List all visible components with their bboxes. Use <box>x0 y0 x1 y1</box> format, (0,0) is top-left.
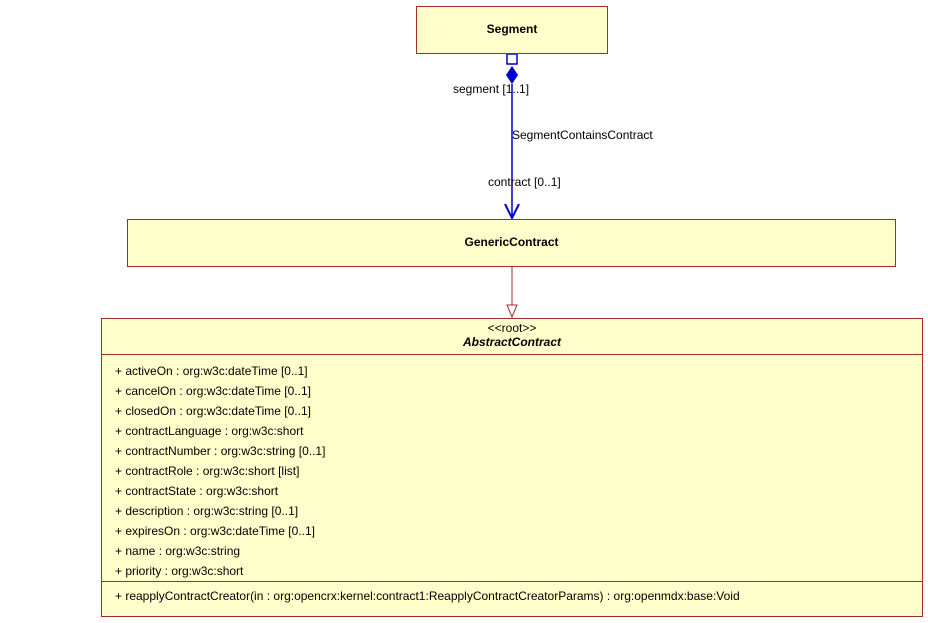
attribute: + name : org:w3c:string <box>115 544 241 558</box>
operation-compartment: + reapplyContractCreator(in : org:opencr… <box>102 582 922 606</box>
class-generic-contract[interactable]: GenericContract <box>127 219 896 267</box>
operation: + reapplyContractCreator(in : org:opencr… <box>115 589 740 603</box>
association-name-label: SegmentContainsContract <box>512 128 653 142</box>
attribute: + description : org:w3c:string [0..1] <box>115 504 299 518</box>
class-name: AbstractContract <box>462 335 561 349</box>
association-source-end-label: segment [1..1] <box>453 82 530 96</box>
attribute: + cancelOn : org:w3c:dateTime [0..1] <box>115 384 311 398</box>
class-abstract-contract[interactable]: <<root>> AbstractContract + activeOn : o… <box>101 318 923 617</box>
attribute-compartment: + activeOn : org:w3c:dateTime [0..1] + c… <box>102 355 922 582</box>
association-target-end-label: contract [0..1] <box>488 175 561 189</box>
association-segment-contains-contract[interactable] <box>504 53 520 221</box>
navigability-arrow <box>504 203 520 221</box>
attribute: + expiresOn : org:w3c:dateTime [0..1] <box>115 524 315 538</box>
attribute: + contractLanguage : org:w3c:short <box>115 424 304 438</box>
attribute: + contractRole : org:w3c:short [list] <box>115 464 300 478</box>
class-name: Segment <box>486 22 538 36</box>
attribute: + contractNumber : org:w3c:string [0..1] <box>115 444 326 458</box>
attribute: + closedOn : org:w3c:dateTime [0..1] <box>115 404 311 418</box>
class-segment[interactable]: Segment <box>416 6 608 54</box>
class-header: <<root>> AbstractContract <box>102 319 922 355</box>
attribute: + contractState : org:w3c:short <box>115 484 279 498</box>
attribute: + priority : org:w3c:short <box>115 564 244 578</box>
association-port-square <box>506 53 518 65</box>
class-stereotype: <<root>> <box>487 321 537 335</box>
attribute: + activeOn : org:w3c:dateTime [0..1] <box>115 364 308 378</box>
generalization-triangle <box>506 304 518 319</box>
generalization-generic-to-abstract[interactable] <box>506 267 518 319</box>
composition-diamond <box>506 66 518 84</box>
class-name: GenericContract <box>464 235 559 249</box>
